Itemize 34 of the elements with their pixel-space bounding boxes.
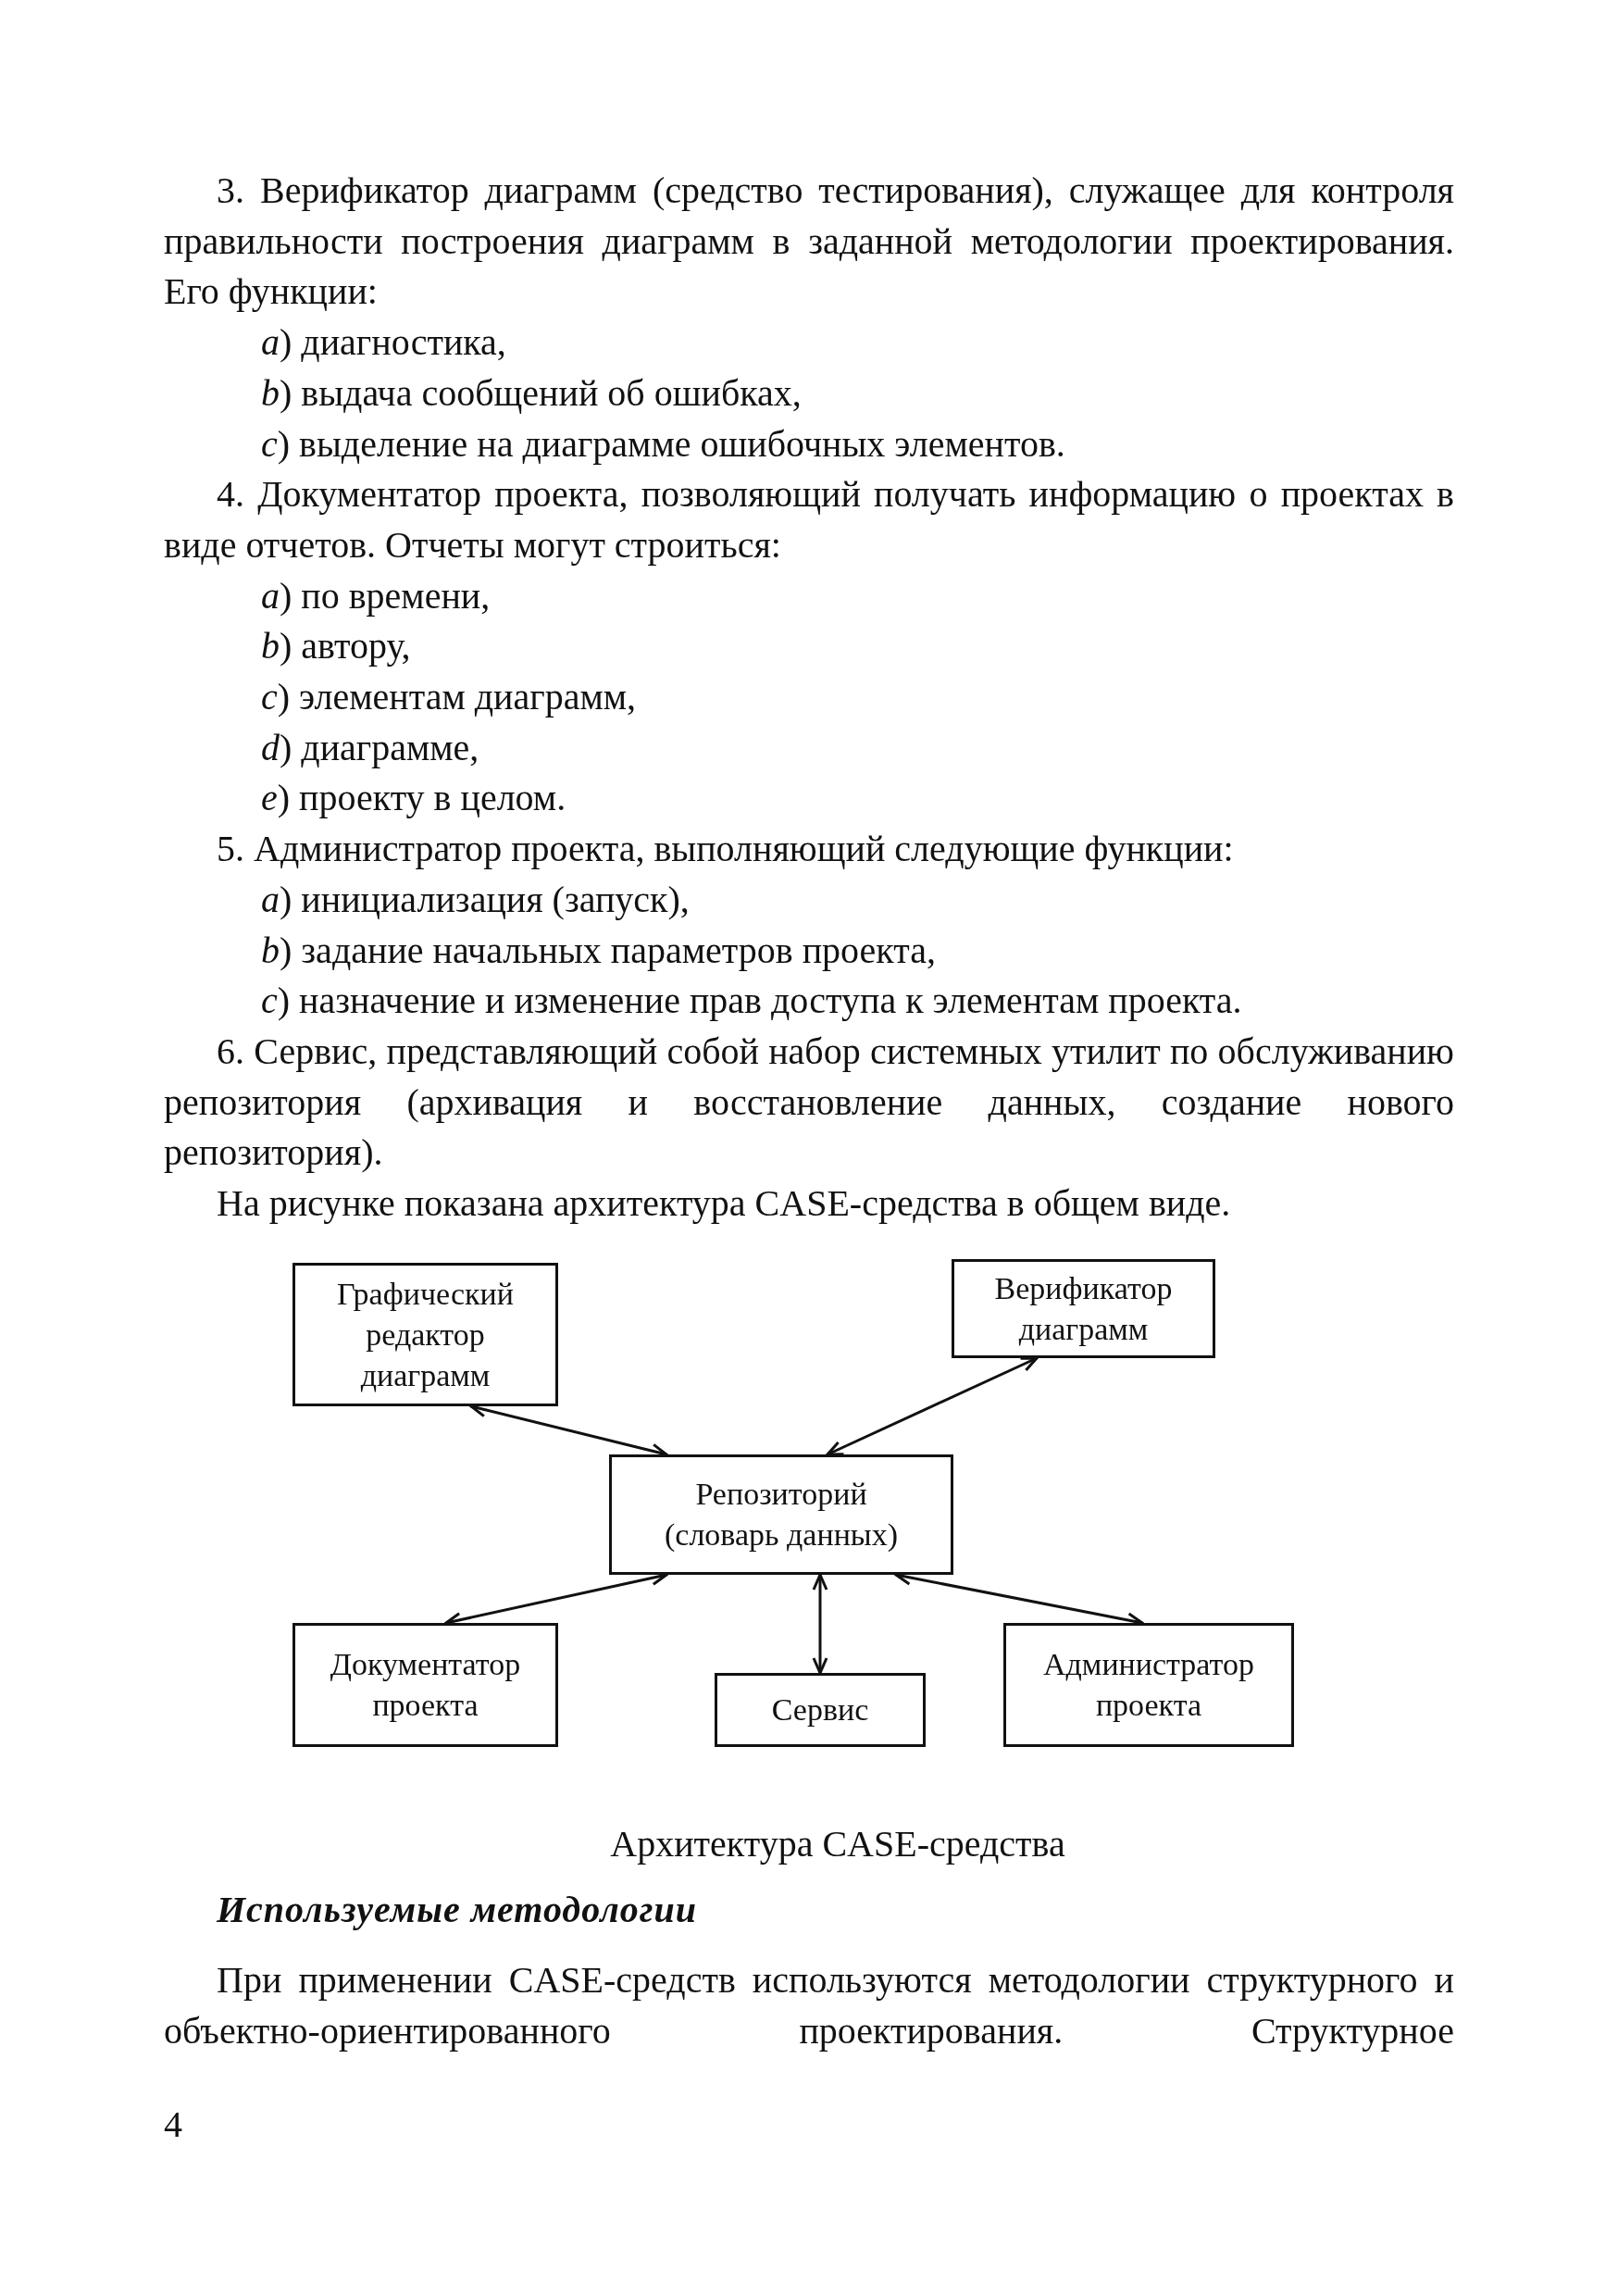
list-item: c) элементам диаграмм, <box>261 675 638 719</box>
list-item: b) выдача сообщений об ошибках, <box>261 370 803 416</box>
process-box <box>715 1673 926 1747</box>
paragraph: На рисунке показана архитектура CASE-средства в общем виде. <box>216 1181 1232 1226</box>
list-item: a) инициализация (запуск), <box>261 877 691 922</box>
list-item: a) по времени, <box>261 573 492 618</box>
list-item: c) выделение на диаграмме ошибочных элементов. <box>261 421 1066 467</box>
list-item: e) проекту в целом. <box>261 776 567 821</box>
double-arrow <box>826 1356 1039 1456</box>
process-box <box>292 1623 558 1747</box>
list-item: d) диаграмме, <box>261 725 480 770</box>
section-heading: Используемые методологии <box>217 1888 698 1932</box>
list-item: a) диагностика, <box>261 320 507 366</box>
list-item: b) задание начальных параметров проекта, <box>261 928 937 973</box>
box-label: Сервис <box>770 1691 870 1728</box>
box-label: Репозиторий (словарь данных) <box>664 1476 899 1554</box>
list-item: b) автору, <box>261 624 412 669</box>
list-item: c) назначение и изменение прав доступа к элементам проекта. <box>261 979 1243 1024</box>
process-box <box>1003 1623 1294 1747</box>
paragraph: 4. Документатор проекта, позволяющий получать информацию о проектах в виде отчетов. Отчеты могут строиться: <box>164 472 1454 568</box>
paragraph: 3. Верификатор диаграмм (средство тестирования), служащее для контроля правильности построения диаграмм в заданной методологии проектирования. Его функции: <box>164 168 1454 315</box>
paragraph: 5. Администратор проекта, выполняющий следующие функции: <box>216 827 1235 872</box>
paragraph: 6. Сервис, представляющий собой набор системных утилит по обслуживанию репозитория (архивация и восстановление данных, создание нового репозитория). <box>164 1029 1454 1176</box>
process-box <box>952 1259 1215 1358</box>
box-label: Верификатор диаграмм <box>993 1269 1174 1348</box>
paragraph: При применении CASE-средств используются методологии структурного и объектно-ориентированного проектирования. Структурное <box>164 1958 1454 2053</box>
process-box <box>609 1454 953 1575</box>
box-label: Администратор проекта <box>1042 1646 1255 1724</box>
box-label: Графический редактор диаграмм <box>336 1275 515 1394</box>
figure-caption: Архитектура CASE-средства <box>609 1822 1066 1866</box>
process-box <box>292 1263 558 1406</box>
double-arrow <box>812 1573 828 1675</box>
page-number: 4 <box>164 2103 183 2147</box>
box-label: Документатор проекта <box>329 1646 522 1724</box>
